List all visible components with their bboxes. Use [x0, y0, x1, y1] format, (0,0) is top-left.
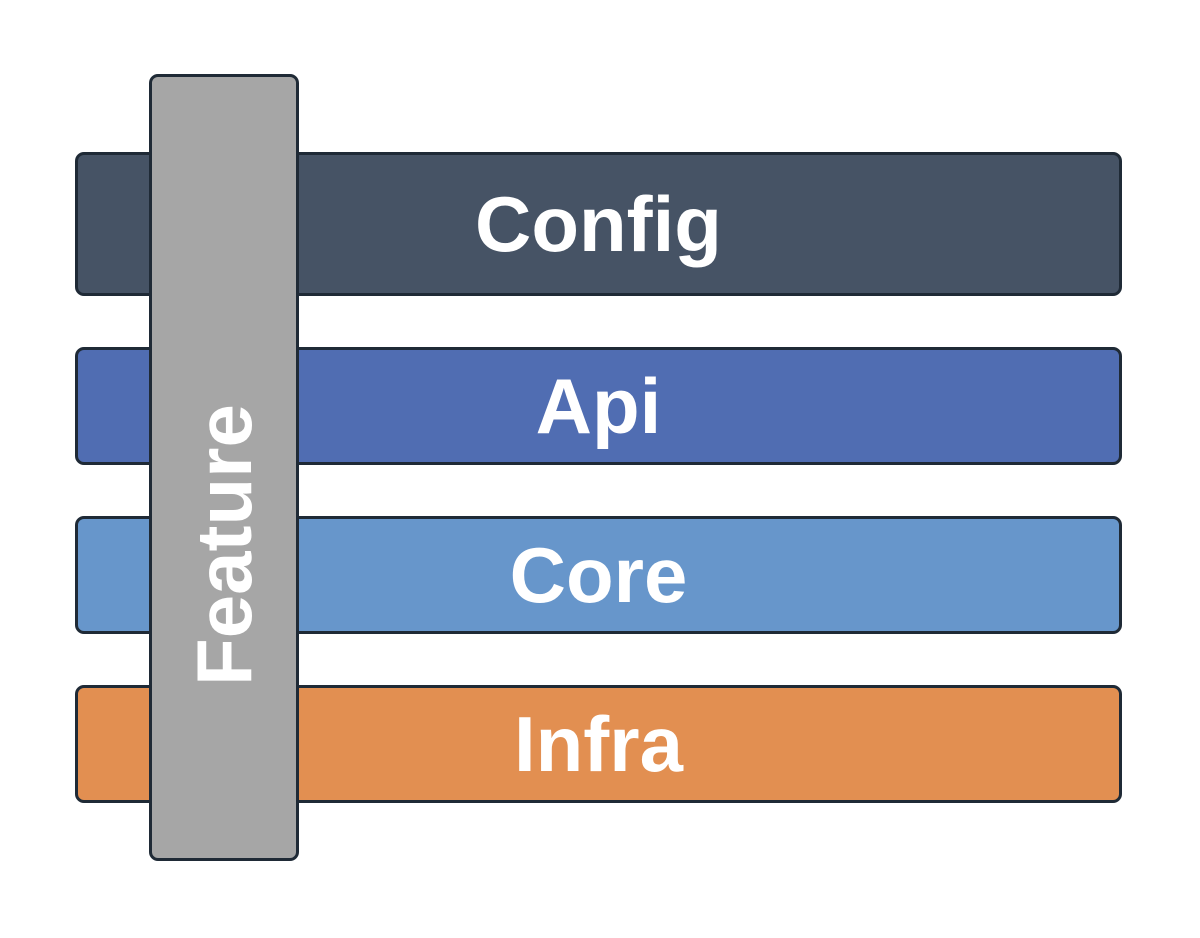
layer-label-config: Config [475, 180, 722, 268]
feature-label: Feature [180, 404, 268, 686]
layer-label-infra: Infra [513, 700, 684, 788]
layer-label-api: Api [535, 362, 662, 450]
layer-api: Api [75, 347, 1122, 465]
feature-bar: Feature [149, 74, 299, 861]
layer-label-core: Core [509, 531, 688, 619]
